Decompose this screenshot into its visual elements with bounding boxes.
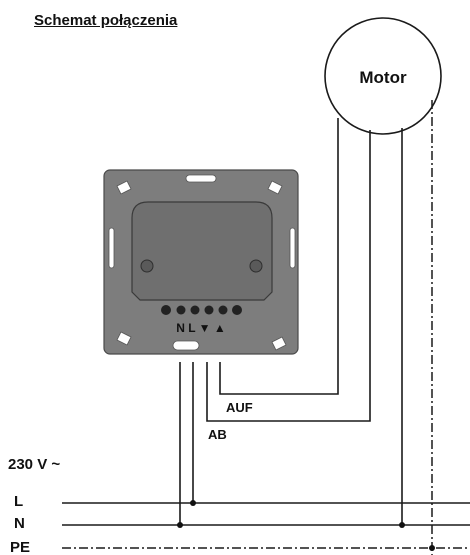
terminal-5 (232, 305, 242, 315)
junction-pe (429, 545, 435, 551)
label-n: N (14, 515, 25, 532)
junction-l (190, 500, 196, 506)
junction-n-device (177, 522, 183, 528)
terminal-down (204, 305, 214, 315)
terminal-up (218, 305, 228, 315)
slot-bottom (172, 340, 200, 351)
screw-left (140, 259, 154, 273)
label-pe: PE (10, 539, 30, 555)
inner-module (131, 201, 273, 301)
slot-top (185, 174, 217, 183)
wire-ab (206, 130, 371, 422)
terminal-labels: N L ▼ ▲ (176, 321, 226, 335)
motor-circle (324, 17, 442, 135)
label-auf: AUF (226, 400, 253, 415)
terminal-l (190, 305, 200, 315)
terminal-block: N L ▼ ▲ (161, 305, 242, 335)
terminal-0 (161, 305, 171, 315)
label-l: L (14, 493, 23, 510)
label-voltage: 230 V ~ (8, 456, 60, 473)
wire-auf (219, 118, 339, 395)
slot-right (289, 227, 296, 269)
mounting-hole-br (271, 336, 287, 351)
diagram-title: Schemat połączenia (34, 12, 178, 29)
screw-right (249, 259, 263, 273)
label-ab: AB (208, 427, 227, 442)
terminal-n (176, 305, 186, 315)
mounting-hole-bl (116, 331, 132, 346)
slot-left (108, 227, 115, 269)
junction-n-motor (399, 522, 405, 528)
motor: Motor (324, 17, 442, 135)
switch-insert: N L ▼ ▲ (103, 169, 299, 355)
mounting-hole-tl (116, 180, 132, 195)
motor-label: Motor (359, 68, 407, 87)
mounting-hole-tr (267, 180, 283, 195)
